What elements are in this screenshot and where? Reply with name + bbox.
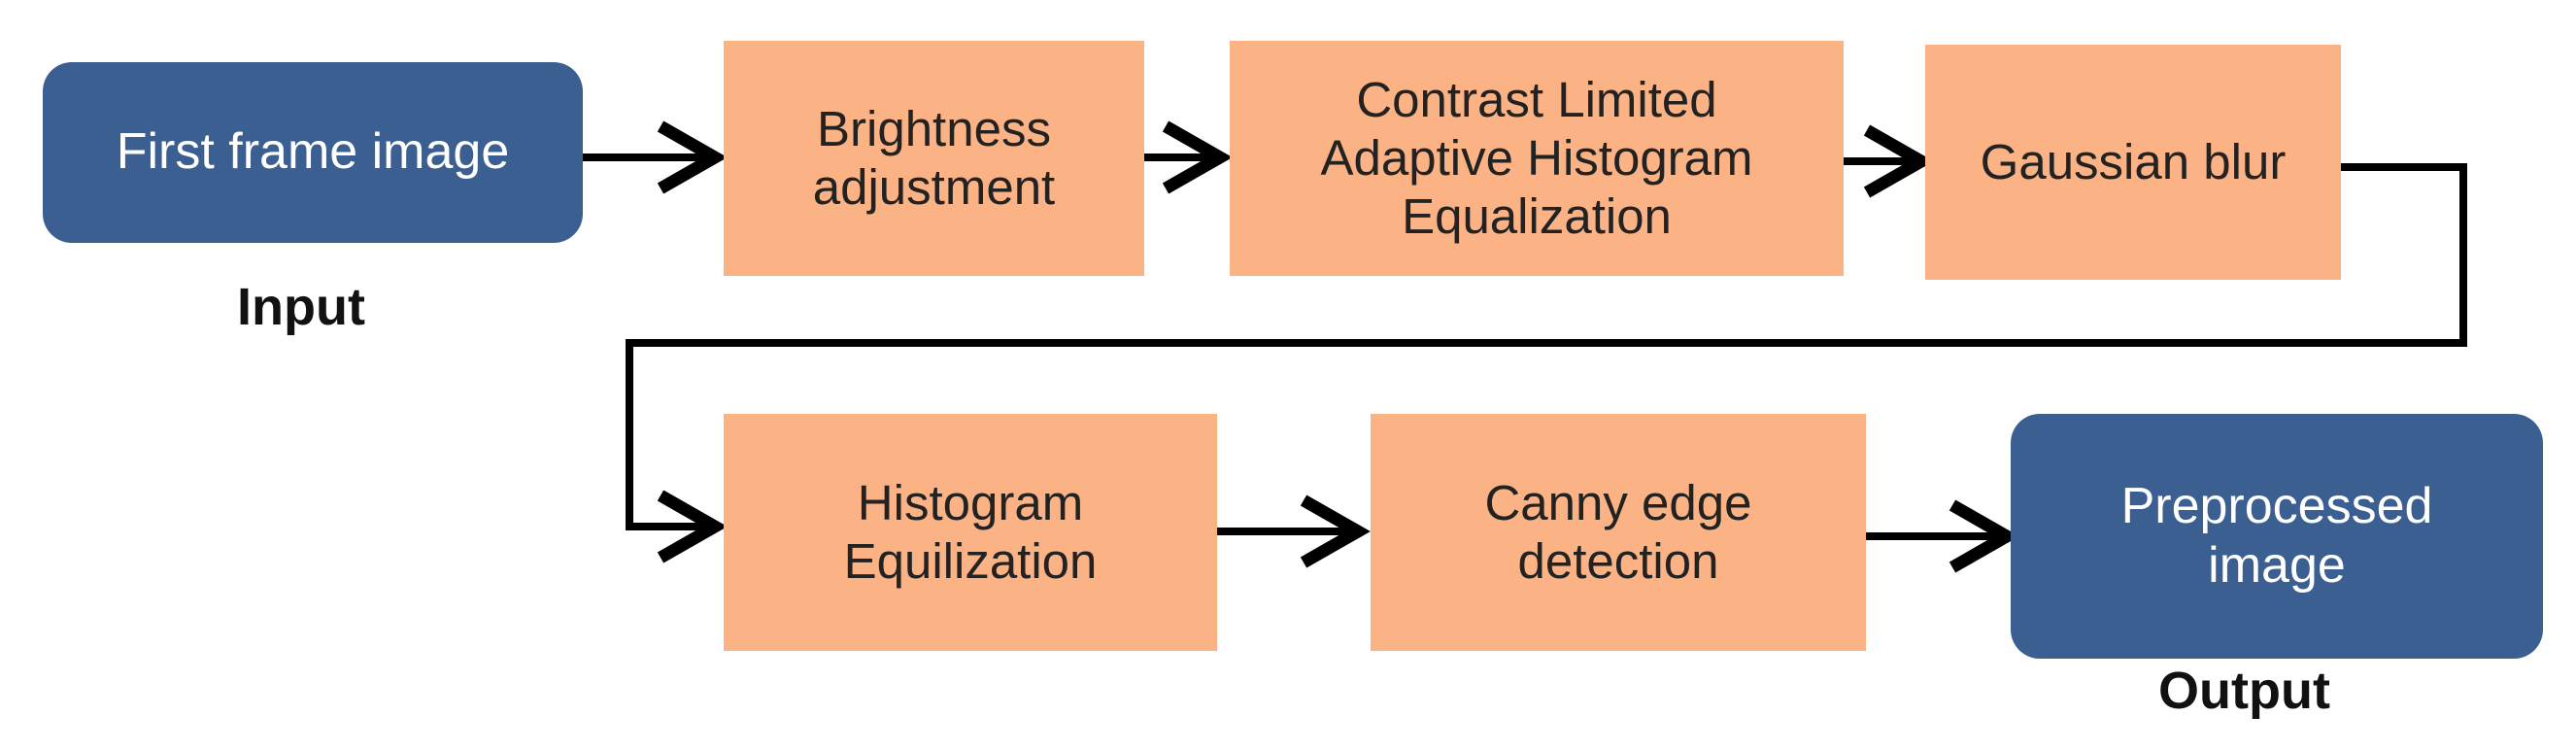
output-label: Output (2158, 662, 2330, 720)
clahe-line-1: Contrast Limited (1356, 71, 1717, 127)
first-frame-image-node: First frame image (43, 62, 583, 243)
arrow-gaussian-to-histogram (626, 163, 2467, 563)
canny-edge-detection-node: Canny edge detection (1371, 414, 1866, 651)
input-label: Input (237, 278, 365, 336)
canny-line-2: detection (1517, 533, 1719, 589)
preprocessed-image-node: Preprocessed image (2011, 414, 2543, 659)
histogram-equilization-node: Histogram Equilization (724, 414, 1217, 651)
first-frame-image-label: First frame image (116, 123, 510, 181)
clahe-line-3: Equalization (1402, 188, 1672, 245)
gaussian-blur-label: Gaussian blur (1980, 133, 2287, 189)
brightness-line-2: adjustment (812, 159, 1056, 215)
preprocessed-line-2: image (2208, 537, 2346, 594)
brightness-line-1: Brightness (817, 100, 1051, 156)
clahe-node: Contrast Limited Adaptive Histogram Equa… (1230, 41, 1844, 276)
histogram-line-1: Histogram (857, 474, 1084, 530)
clahe-line-2: Adaptive Histogram (1320, 129, 1753, 186)
preprocessed-line-1: Preprocessed (2120, 477, 2433, 534)
brightness-adjustment-node: Brightness adjustment (724, 41, 1144, 276)
histogram-line-2: Equilization (843, 533, 1098, 589)
canny-line-1: Canny edge (1484, 474, 1752, 530)
gaussian-blur-node: Gaussian blur (1925, 45, 2341, 280)
